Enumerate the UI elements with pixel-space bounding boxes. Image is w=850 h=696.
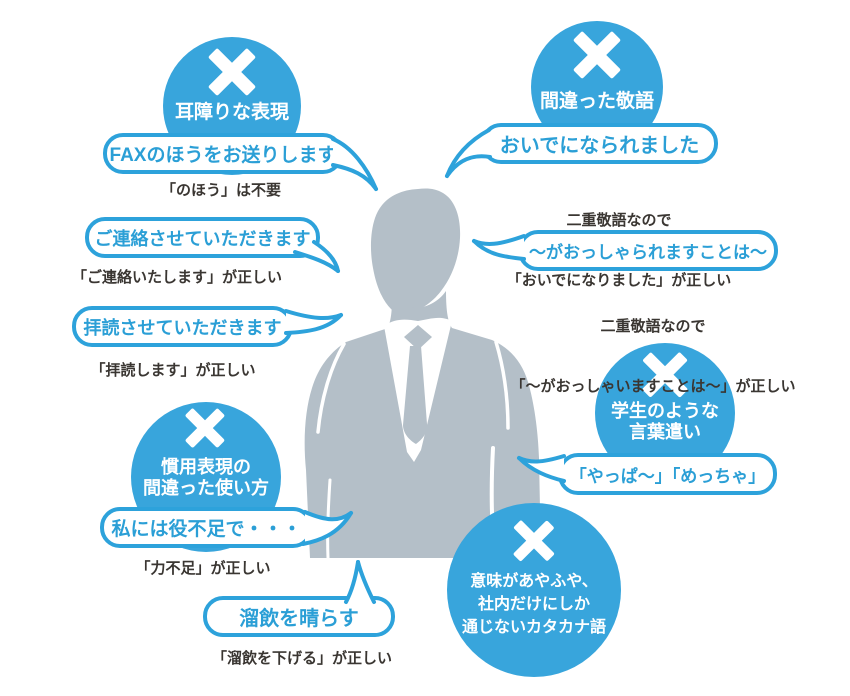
phrase-bubble-gorenraku: ご連絡させていただきます <box>85 217 320 258</box>
category-label: 社内だけにしか <box>477 596 590 613</box>
category-label: 間違った使い方 <box>143 478 269 498</box>
category-label: 学生のような <box>611 401 719 421</box>
category-label: 言葉遣い <box>629 422 701 442</box>
x-mark-icon <box>207 47 257 97</box>
phrase-bubble-fax: FAXのほうをお送りします <box>103 133 343 174</box>
phrase-bubble-ryuin: 溜飲を晴らす <box>203 596 395 637</box>
correction-note-haidoku: 「拝読します」が正しい <box>90 362 256 379</box>
correction-note-oide: 二重敬語なので 「おいでになりました」が正しい <box>507 171 732 331</box>
note-line: 「～がおっしゃいますことは～」が正しい <box>510 378 796 395</box>
category-label: 通じないカタカナ語 <box>461 619 606 636</box>
note-line: 二重敬語なので <box>600 318 706 335</box>
phrase-bubble-yappa: 「やっぱ～」「めっちゃ」 <box>558 453 777 495</box>
category-label: 慣用表現の <box>161 457 251 477</box>
phrase-bubble-oide: おいでになられました <box>481 123 718 164</box>
correction-note-ryuin: 「溜飲を下げる」が正しい <box>211 650 393 667</box>
phrase-bubble-yakubusoku: 私には役不足で・・・ <box>100 507 313 548</box>
correction-note-yakubusoku: 「力不足」が正しい <box>135 560 271 577</box>
category-badge-vague-katakana: 意味があやふや、 社内だけにしか 通じないカタカナ語 <box>447 503 621 677</box>
bubble-tail-haidoku <box>284 309 343 335</box>
category-label: 間違った敬語 <box>539 91 654 112</box>
correction-note-fax: 「のほう」は不要 <box>160 182 282 199</box>
category-label: 意味があやふや、 <box>470 573 598 590</box>
phrase-bubble-haidoku: 拝読させていただきます <box>72 306 293 347</box>
x-mark-icon <box>184 407 226 449</box>
x-mark-icon <box>572 30 622 80</box>
phrase-bubble-ossharare: ～がおっしゃられますことは～ <box>518 230 778 271</box>
note-line: 「おいでになりました」が正しい <box>506 272 732 289</box>
category-label: 耳障りな表現 <box>174 102 289 123</box>
correction-note-gorenraku: 「ご連絡いたします」が正しい <box>71 269 283 286</box>
correction-note-ossharare: 二重敬語なので 「～がおっしゃいますことは～」が正しい <box>510 277 795 437</box>
x-mark-icon <box>512 519 556 563</box>
note-line: 二重敬語なので <box>566 212 672 229</box>
